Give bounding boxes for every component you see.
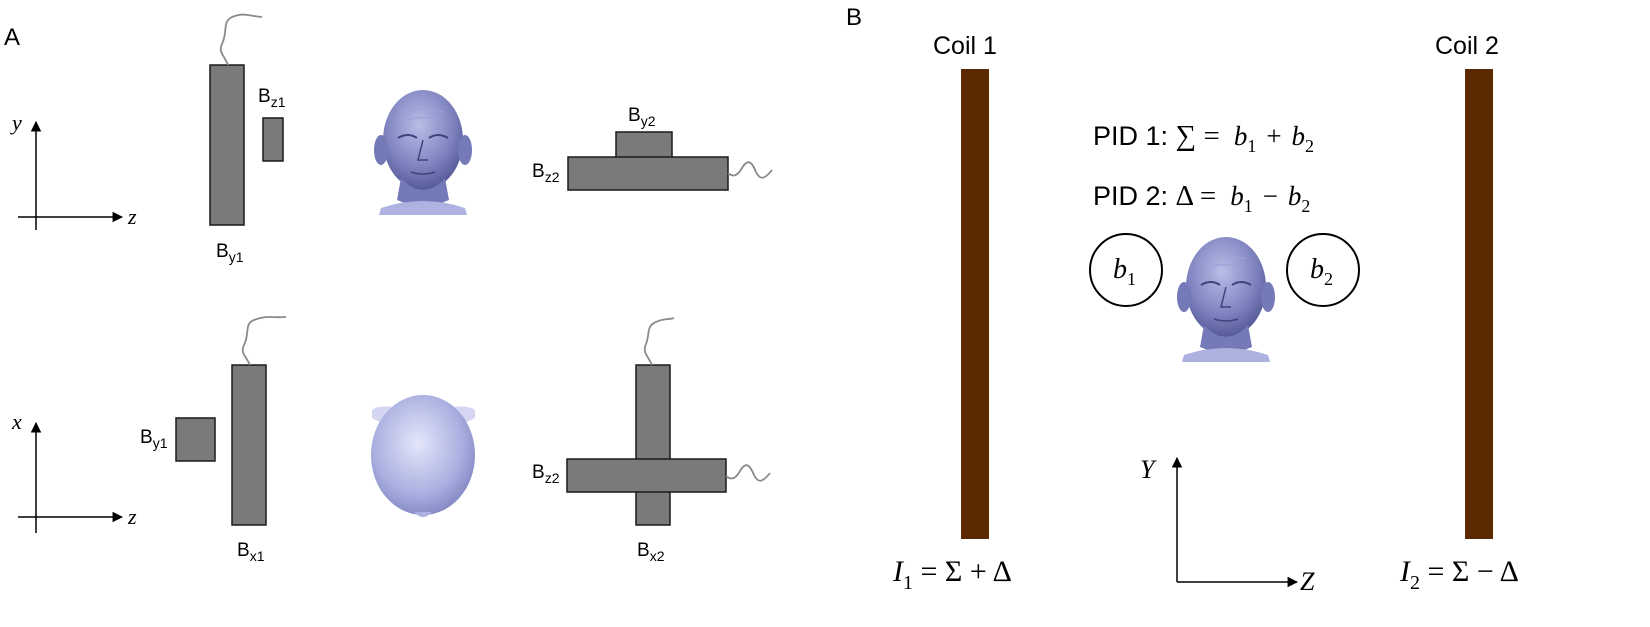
head-front-icon <box>1176 236 1276 363</box>
coil-by1-top <box>209 64 245 226</box>
panel-b-label: B <box>846 4 862 31</box>
panel-b-axis-y-label: Y <box>1140 455 1157 484</box>
label-bz2-bottom: Bz2 <box>532 462 560 486</box>
coil-bx1-bottom <box>231 364 267 526</box>
coil2-bar <box>1465 69 1493 539</box>
bottom-axis-z-label: z <box>127 504 137 529</box>
label-by2-top: By2 <box>628 105 656 129</box>
pid1-equation: PID 1: ∑ =b1+b2 <box>1093 120 1314 156</box>
sensor-b1: b1 <box>1089 233 1163 307</box>
top-axis-y-label: y <box>10 110 22 135</box>
label-bx2-bottom: Bx2 <box>637 540 665 564</box>
pid2-equation: PID 2: Δ =b1−b2 <box>1093 180 1310 216</box>
coil-by2-top <box>615 131 673 160</box>
panel-b-axes: Y Z <box>1140 455 1315 596</box>
label-bz2-top: Bz2 <box>532 161 560 185</box>
coil-by1-top-wire <box>219 13 263 66</box>
coil-bx2-bottom-wire <box>643 317 675 366</box>
top-axis-z-label: z <box>127 204 137 229</box>
panel-b-axis-z-label: Z <box>1300 567 1315 596</box>
coil-by1-bottom <box>175 417 216 462</box>
head-top-icon <box>371 395 475 517</box>
coil1-bar <box>961 69 989 539</box>
label-bx1-bottom: Bx1 <box>237 540 265 564</box>
head-front-icon <box>373 89 473 216</box>
label-bz1-top: Bz1 <box>258 86 286 110</box>
coil-bz2-top-wire <box>727 161 773 179</box>
label-by1-bottom: By1 <box>140 427 168 451</box>
sensor-b2: b2 <box>1286 233 1360 307</box>
coil1-current: I1 = Σ + Δ <box>892 555 1012 594</box>
bottom-axis-x-label: x <box>11 409 22 434</box>
coil-bz2-bottom-wire <box>725 464 771 482</box>
coil1-title: Coil 1 <box>933 32 997 60</box>
svg-text:b1: b1 <box>1113 254 1136 289</box>
coil-bz2-top <box>567 156 729 191</box>
top-axes: y z <box>10 110 137 230</box>
coil-bz2-bottom <box>566 458 727 493</box>
label-by1-top: By1 <box>216 241 244 265</box>
coil-bx1-bottom-wire <box>241 316 287 366</box>
bottom-axes: x z <box>11 409 137 533</box>
coil2-title: Coil 2 <box>1435 32 1499 60</box>
panel-a-label: A <box>4 24 20 51</box>
coil-bx2-bottom <box>635 364 671 526</box>
coil-bz1-top <box>262 117 284 162</box>
coil2-current: I2 = Σ − Δ <box>1399 555 1519 594</box>
svg-text:b2: b2 <box>1310 254 1333 289</box>
